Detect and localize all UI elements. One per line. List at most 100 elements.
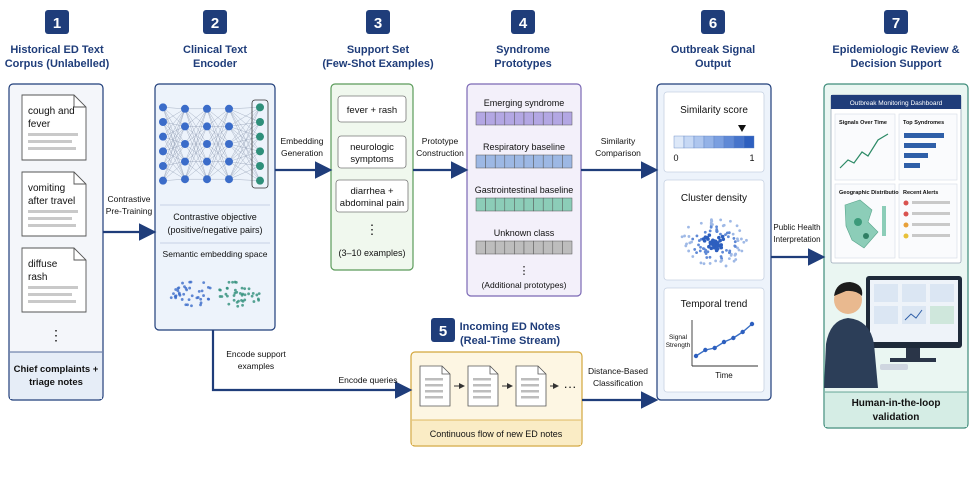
similarity-score-max: 1 (749, 153, 754, 163)
embedding-dot (240, 298, 243, 302)
step-6-number: 6 (709, 15, 717, 32)
nn-node (159, 132, 167, 141)
similarity-cell (733, 135, 745, 149)
nn-edge (162, 126, 186, 181)
similarity-cell (743, 135, 755, 149)
prototype-4-cell (523, 240, 534, 255)
dashboard-panel-alerts: Recent Alerts (903, 190, 938, 196)
nn-node (203, 104, 211, 113)
prototype-4-cell (485, 240, 496, 255)
nn-edge (184, 143, 208, 180)
nn-edge (228, 151, 261, 162)
prototype-1-cell (562, 111, 573, 126)
embedding-dot (176, 289, 180, 293)
nn-output-frame (251, 99, 269, 189)
embedding-dot (186, 303, 189, 307)
support-set-note: (3–10 examples) (338, 248, 405, 258)
embedding-dot (234, 280, 238, 284)
prototype-vectors (475, 111, 573, 255)
embedding-dot (180, 298, 184, 301)
similarity-cell (673, 135, 685, 149)
embedding-dot (200, 289, 204, 293)
embedding-dot (187, 298, 191, 301)
corpus-doc-3: diffuse rash (21, 247, 87, 313)
stream-doc-line (473, 396, 491, 399)
cluster-dot (712, 242, 716, 247)
nn-node (181, 175, 189, 184)
cluster-dot (703, 235, 708, 240)
prototype-1-cell (475, 111, 486, 126)
similarity-score-min: 0 (673, 153, 678, 163)
nn-edge (206, 108, 230, 127)
trend-point (693, 353, 699, 359)
nn-edge (184, 108, 208, 127)
nn-edge (184, 108, 208, 145)
cluster-dot (725, 231, 729, 235)
embedding-scatter-icon (169, 280, 261, 308)
step-1-title-line1: Historical ED Text (10, 44, 104, 56)
embedding-dot (231, 280, 234, 284)
cluster-dot (720, 234, 725, 239)
arrow-similarity-line1: Similarity (601, 136, 636, 146)
step-7-number: 7 (892, 15, 900, 32)
nn-node (225, 175, 233, 184)
cluster-dot (707, 244, 711, 249)
arrow-distance: Distance-Based Classification (582, 366, 659, 409)
nn-edge (228, 151, 261, 180)
step-4-title-line2: Prototypes (494, 58, 551, 70)
corpus-doc-1-line1: cough and (28, 106, 75, 117)
cluster-dot (735, 224, 739, 228)
nn-edge (228, 126, 261, 137)
cluster-dot (684, 244, 688, 248)
prototype-4-cell (504, 240, 515, 255)
embedding-dot (232, 298, 236, 302)
embedding-dot (202, 294, 205, 297)
prototypes-box: Emerging syndrome Respiratory baseline G… (466, 83, 582, 297)
nn-edge (162, 136, 186, 162)
cluster-dot (708, 242, 713, 246)
step-4-title-line1: Syndrome (496, 44, 550, 56)
arrow-embedding-line2: Generation (281, 148, 323, 158)
similarity-cell (703, 135, 715, 149)
nn-edge (162, 108, 186, 181)
nn-node (159, 118, 167, 126)
embedding-dot (177, 286, 181, 290)
corpus-doc-1-line2: fever (28, 119, 51, 130)
nn-edge (228, 108, 261, 152)
nn-node (256, 176, 264, 185)
corpus-doc-3-line1: diffuse (28, 259, 58, 270)
nn-edge (162, 108, 186, 167)
step-2-header: 2 Clinical Text Encoder (183, 10, 247, 70)
embedding-dot (197, 289, 201, 293)
embedding-dot (190, 294, 194, 298)
support-example-3-line2: abdominal pain (340, 198, 404, 209)
nn-edge (228, 107, 261, 127)
prototype-3-cell (504, 197, 515, 212)
embedding-dot (227, 280, 231, 284)
prototype-2-cell (523, 154, 534, 169)
prototype-4-cell (475, 240, 486, 255)
cluster-dot (721, 237, 726, 242)
embedding-dot (172, 292, 175, 296)
prototype-3-cell (485, 197, 496, 212)
nn-edge (162, 136, 186, 180)
arrow-public-health: Public Health Interpretation (771, 223, 826, 266)
cluster-dot (688, 241, 692, 245)
cluster-dot (714, 259, 718, 263)
cluster-dot (680, 235, 684, 239)
dashboard: Outbreak Monitoring Dashboard Signals Ov… (830, 94, 962, 264)
prototype-1-cell (514, 111, 525, 126)
support-example-2: neurologic symptoms (337, 135, 407, 169)
nn-edge (162, 107, 186, 180)
prototype-1-cell (533, 111, 544, 126)
cluster-dot (720, 256, 724, 260)
similarity-cell (683, 135, 695, 149)
step-6-header: 6 Outbreak Signal Output (671, 10, 755, 70)
nn-edge (162, 151, 186, 180)
arrow-contrastive: Contrastive Pre-Training (103, 194, 157, 241)
prototype-1-cell (552, 111, 563, 126)
nn-edge (162, 121, 186, 162)
embedding-dot (218, 288, 222, 292)
prototype-4-cell (514, 240, 525, 255)
nn-edge (228, 161, 261, 167)
